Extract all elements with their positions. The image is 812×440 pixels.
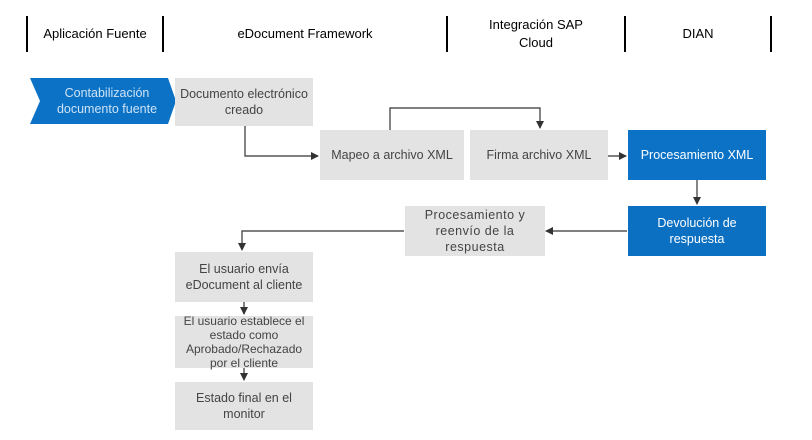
- user-sends-box: El usuario envía eDocument al cliente: [175, 252, 313, 302]
- xml-processing-box: Procesamiento XML: [628, 130, 766, 180]
- lane-separator: [770, 16, 772, 52]
- xml-signature-box: Firma archivo XML: [470, 130, 608, 180]
- response-return-box: Devolución de respuesta: [628, 206, 766, 256]
- lane-header-source-app: Aplicación Fuente: [43, 26, 147, 41]
- lane-separator: [162, 16, 164, 52]
- lane-header-edocument-framework: eDocument Framework: [237, 26, 373, 41]
- source-posting-label: Contabilización documento fuente: [56, 86, 158, 116]
- xml-mapping-box: Mapeo a archivo XML: [320, 130, 464, 180]
- lane-separator: [26, 16, 28, 52]
- lane-header-dian: DIAN: [682, 26, 714, 41]
- source-posting-shape: [30, 78, 176, 124]
- user-sets-status-box: El usuario establece el estado como Apro…: [175, 314, 313, 370]
- final-status-box: Estado final en el monitor: [175, 382, 313, 430]
- lane-separator: [624, 16, 626, 52]
- lane-header-sap-cloud: Integración SAP Cloud: [489, 17, 583, 50]
- doc-created-box: Documento electrónico creado: [175, 78, 313, 126]
- response-processing-box: Procesamiento y reenvío de la respuesta: [405, 206, 545, 256]
- lane-separator: [446, 16, 448, 52]
